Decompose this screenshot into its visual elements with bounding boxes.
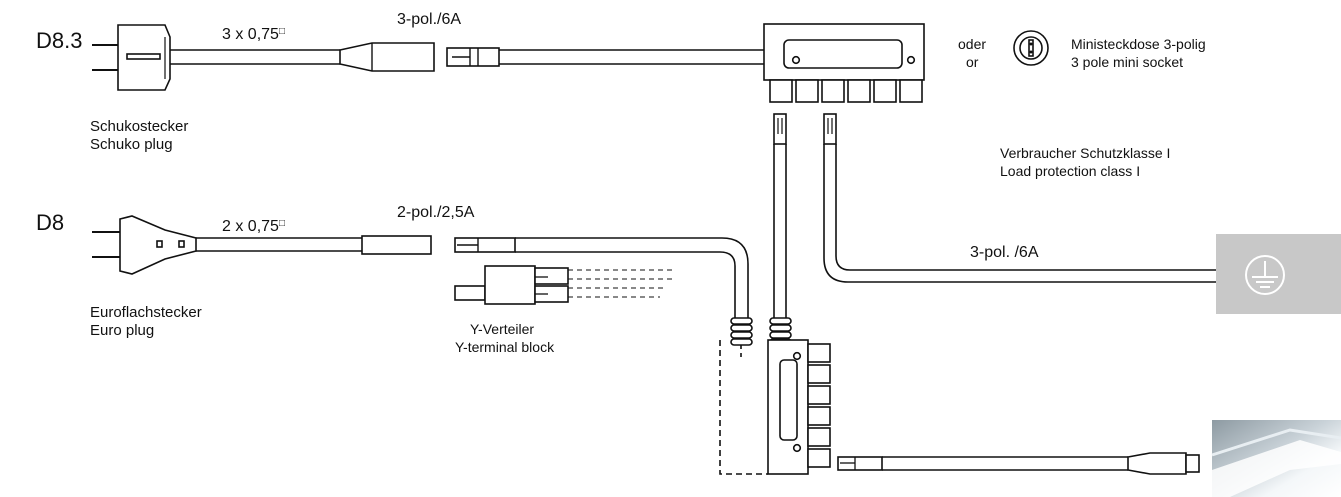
oder-label: oder [958,36,987,52]
vertical-plug-load [823,113,1216,283]
mini-socket-icon [1013,30,1049,66]
led-light-photo [1211,420,1341,497]
y-terminal-label-de: Y-Verteiler [470,321,535,337]
vertical-plug-lower [773,113,787,318]
load-cable-spec: 3-pol. /6A [970,244,1039,261]
load-label-en: Load protection class I [1000,163,1141,179]
mini-socket-label-en: 3 pole mini socket [1071,54,1184,70]
d8-cable-spec: 2 x 0,75□ [222,218,285,235]
coil-left [730,317,753,346]
d83-cable [170,49,340,65]
d8-cable [196,235,432,255]
d83-mini-plug [446,47,764,67]
y-terminal-block [454,265,672,305]
schuko-plug [92,24,171,91]
bottom-output-cable [837,452,1200,475]
d83-connector-spec: 3-pol./6A [397,11,462,28]
euro-plug-label-de: Euroflachstecker [90,304,202,321]
d83-cable-spec: 3 x 0,75□ [222,26,285,43]
d8-connector-spec: 2-pol./2,5A [397,204,475,221]
protection-class-box [1216,234,1341,314]
d8-mini-plug [454,237,749,318]
d83-code: D8.3 [36,28,83,53]
schuko-label-en: Schuko plug [90,136,173,153]
mini-socket-label-de: Ministeckdose 3-polig [1071,36,1206,52]
euro-plug-label-en: Euro plug [90,322,155,339]
or-label: or [966,54,979,70]
d8-code: D8 [36,210,65,235]
load-label-de: Verbraucher Schutzklasse I [1000,145,1171,161]
lower-distributor [767,339,831,475]
euro-plug [92,215,197,275]
d83-connector-sleeve [339,42,435,72]
top-distributor [763,23,925,103]
y-terminal-label-en: Y-terminal block [455,339,555,355]
schuko-label-de: Schukostecker [90,118,189,135]
